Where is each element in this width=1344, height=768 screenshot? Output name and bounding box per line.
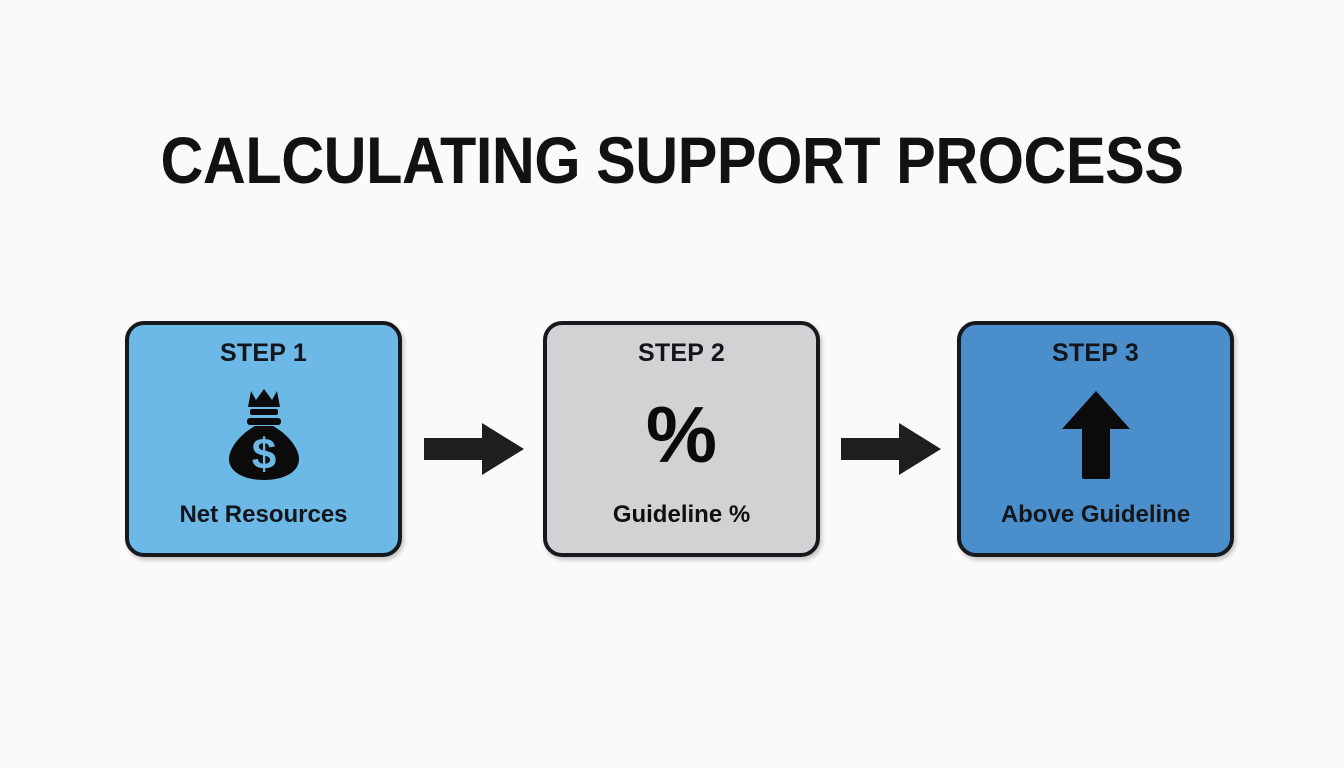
arrow-up-icon <box>1061 390 1130 479</box>
percent-icon: % <box>645 389 718 479</box>
step-card-2[interactable]: STEP 2 % Guideline % <box>543 321 820 557</box>
step-card-1[interactable]: STEP 1 $ Net Resources <box>125 321 402 557</box>
step-1-label: Net Resources <box>179 501 348 528</box>
step-2-header: STEP 2 <box>638 339 725 367</box>
step-3-header: STEP 3 <box>1052 339 1139 367</box>
connector-arrow-2 <box>841 421 941 477</box>
svg-text:$: $ <box>251 430 275 479</box>
step-3-icon-area <box>961 368 1230 501</box>
arrow-right-icon <box>424 423 524 475</box>
page-title: CALCULATING SUPPORT PROCESS <box>160 123 1184 197</box>
step-2-label: Guideline % <box>612 501 751 528</box>
process-flow: STEP 1 $ Net Resources <box>0 321 1344 557</box>
step-card-3[interactable]: STEP 3 Above Guideline <box>957 321 1234 557</box>
step-3-label: Above Guideline <box>1000 501 1191 528</box>
step-1-header: STEP 1 <box>220 339 307 367</box>
money-bag-icon: $ <box>228 388 299 480</box>
connector-arrow-1 <box>424 421 524 477</box>
arrow-right-icon <box>841 423 941 475</box>
step-1-icon-area: $ <box>129 368 398 501</box>
step-2-icon-area: % <box>547 368 816 501</box>
